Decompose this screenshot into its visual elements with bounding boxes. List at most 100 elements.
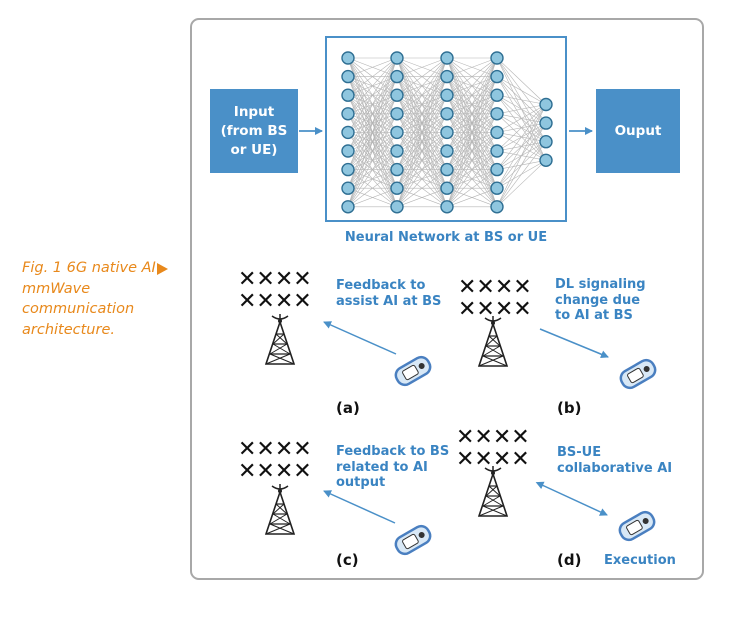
nn-edge: [496, 104, 547, 170]
panel-c-line-2: related to AI: [336, 459, 428, 475]
nn-edge: [446, 150, 498, 208]
panel-a-graphics: ✕✕✕✕ ✕✕✕✕: [238, 267, 435, 390]
nn-node: [539, 153, 553, 168]
nn-node: [539, 116, 553, 130]
svg-text:✕✕✕✕: ✕✕✕✕: [458, 297, 532, 322]
panel-b-graphics: ✕✕✕✕ ✕✕✕✕: [458, 275, 660, 393]
panel-d-graphics: ✕✕✕✕ ✕✕✕✕: [456, 425, 659, 545]
nn-node: [390, 144, 404, 158]
nn-edge: [396, 76, 448, 207]
nn-edge: [446, 57, 498, 170]
nn-edge: [347, 57, 398, 96]
nn-node: [440, 181, 454, 195]
nn-edge: [396, 187, 448, 208]
panel-b-line-1: DL signaling: [555, 277, 646, 292]
nn-node: [490, 88, 504, 102]
nn-edge: [446, 132, 498, 207]
nn-edge: [396, 169, 448, 208]
nn-edge: [347, 187, 398, 208]
panel-d-id: (d): [557, 551, 582, 569]
nn-edge: [496, 104, 547, 189]
panel-d-line-2: collaborative AI: [557, 460, 673, 476]
nn-node: [390, 181, 404, 195]
nn-edge: [396, 150, 448, 208]
nn-edge: [396, 113, 448, 207]
antenna-array-a: ✕✕✕✕ ✕✕✕✕: [238, 267, 312, 314]
antenna-array-d: ✕✕✕✕ ✕✕✕✕: [456, 425, 530, 472]
caption-line-3: architecture.: [22, 321, 115, 338]
panel-a-line-1: Feedback to: [336, 278, 426, 293]
panel-c-text: Feedback to BS related to AI output: [336, 444, 449, 491]
nn-node: [490, 107, 504, 121]
nn-node: [490, 181, 504, 195]
antenna-array-b: ✕✕✕✕ ✕✕✕✕: [458, 275, 532, 322]
phone-icon: [391, 521, 435, 559]
nn-edge: [347, 150, 398, 207]
nn-node: [341, 88, 355, 102]
panel-c-graphics: ✕✕✕✕ ✕✕✕✕: [238, 437, 435, 559]
nn-node: [490, 162, 504, 177]
nn-node: [341, 125, 355, 140]
panel-b-line-2: change due: [555, 292, 641, 308]
nn-edge: [396, 57, 448, 207]
input-line-3: or UE): [230, 141, 278, 158]
nn-edge: [496, 57, 547, 105]
nn-edge: [347, 132, 398, 207]
uplink-arrow: [323, 490, 396, 524]
nn-node: [490, 51, 504, 65]
bidirectional-arrow: [535, 481, 608, 516]
tower-icon: [265, 313, 295, 365]
tower-icon: [478, 315, 508, 367]
nn-edge: [347, 57, 398, 114]
nn-node: [390, 200, 404, 214]
caption-title: Fig. 1 6G native AI: [22, 260, 156, 276]
nn-node: [440, 162, 454, 177]
figure-caption: Fig. 1 6G native AI mmWave communication…: [22, 258, 192, 340]
nn-edge: [446, 187, 498, 208]
nn-edge: [496, 122, 547, 207]
nn-node: [390, 69, 404, 84]
nn-node: [539, 97, 553, 112]
nn-edge: [496, 141, 547, 207]
nn-edge: [347, 57, 398, 133]
input-box: Input (from BS or UE): [210, 89, 298, 173]
neural-network-label: Neural Network at BS or UE: [344, 230, 548, 245]
panel-d-line-1: BS-UE: [557, 445, 602, 460]
nn-edge: [496, 76, 547, 105]
nn-node: [390, 51, 404, 65]
nn-node: [341, 51, 355, 65]
panel-c-line-1: Feedback to BS: [336, 444, 450, 459]
svg-text:✕✕✕✕: ✕✕✕✕: [238, 437, 312, 462]
nn-edge: [446, 169, 498, 208]
neural-network-nodes: [341, 51, 553, 214]
nn-edge: [496, 104, 547, 207]
neural-network-edges: [347, 57, 547, 208]
phone-icon: [391, 352, 435, 390]
nn-node: [490, 144, 504, 158]
nn-edge: [396, 57, 448, 96]
phone-icon: [616, 355, 660, 393]
nn-node: [341, 69, 355, 84]
panel-b-line-3: to AI at BS: [555, 308, 633, 323]
caption-line-1: mmWave: [22, 280, 91, 297]
nn-edge: [347, 169, 398, 208]
nn-edge: [446, 57, 498, 207]
nn-edge: [396, 57, 448, 170]
nn-edge: [347, 57, 398, 170]
nn-node: [440, 69, 454, 84]
svg-text:✕✕✕✕: ✕✕✕✕: [238, 267, 312, 292]
panel-c-id: (c): [336, 551, 359, 569]
nn-node: [490, 200, 504, 214]
nn-edge: [496, 94, 547, 105]
nn-node: [341, 162, 355, 177]
nn-node: [440, 107, 454, 121]
nn-node: [390, 107, 404, 121]
nn-node: [440, 144, 454, 158]
tower-icon: [478, 465, 508, 517]
svg-text:✕✕✕✕: ✕✕✕✕: [238, 459, 312, 484]
nn-edge: [347, 57, 398, 189]
nn-node: [490, 125, 504, 140]
neural-network-frame: [325, 36, 567, 222]
nn-edge: [347, 113, 398, 207]
